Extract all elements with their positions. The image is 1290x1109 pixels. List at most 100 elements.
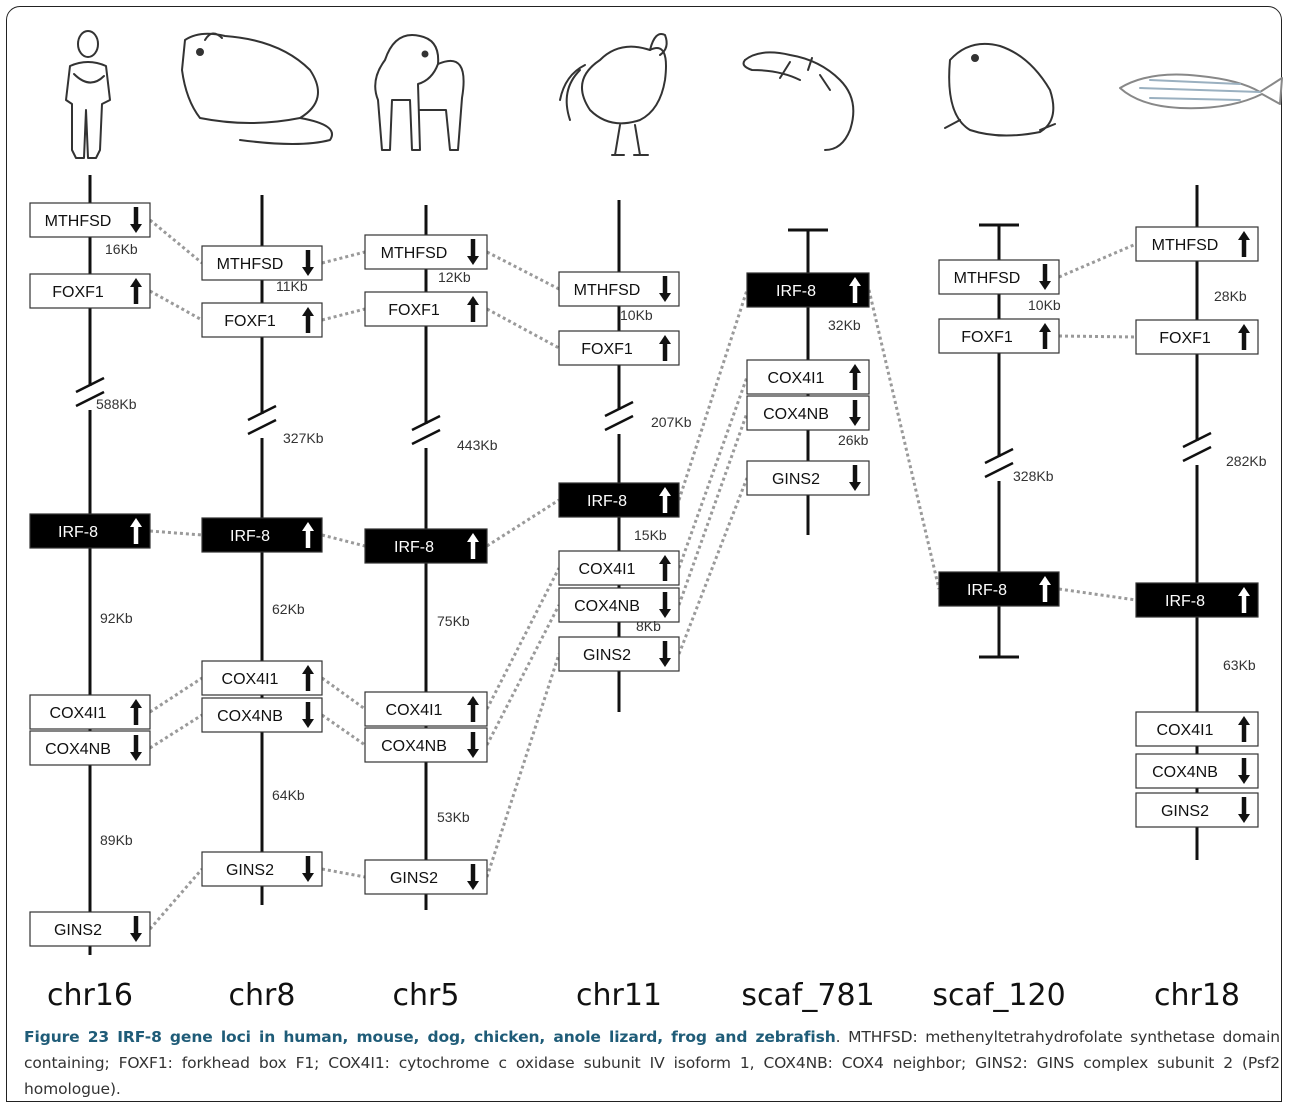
strand-down-arrow-icon (849, 400, 861, 426)
gene-box-irf-8: IRF-8 (938, 571, 1060, 607)
strand-down-arrow-icon (467, 239, 479, 265)
strand-up-arrow-icon (1238, 324, 1250, 350)
distance-label: 588Kb (96, 396, 137, 412)
lizard-icon (742, 51, 855, 151)
strand-down-arrow-icon (659, 641, 671, 667)
ortholog-connector-irf-8 (321, 533, 366, 548)
distance-label: 28Kb (1214, 288, 1247, 304)
gene-box-cox4i1: COX4I1 (1135, 711, 1259, 747)
locus-column-chr8: MTHFSDFOXF1IRF-8COX4I1COX4NBGINS211Kb327… (201, 195, 324, 1013)
strand-up-arrow-icon (659, 555, 671, 581)
gene-label: FOXF1 (52, 284, 104, 301)
gene-box-foxf1: FOXF1 (201, 302, 323, 338)
ortholog-connector-cox4nb (677, 412, 749, 606)
gene-label: IRF-8 (394, 539, 434, 556)
gene-label: COX4NB (763, 406, 829, 423)
gene-box-foxf1: FOXF1 (938, 318, 1060, 354)
strand-down-arrow-icon (1039, 264, 1051, 290)
distance-label: 15Kb (634, 527, 667, 543)
distance-label: 75Kb (437, 613, 470, 629)
gene-label: MTHFSD (45, 213, 112, 230)
strand-up-arrow-icon (467, 696, 479, 722)
strand-down-arrow-icon (302, 856, 314, 882)
distance-label: 62Kb (272, 601, 305, 617)
gene-box-cox4nb: COX4NB (29, 730, 151, 766)
gene-box-irf-8: IRF-8 (29, 513, 151, 549)
ortholog-connector-mthfsd (486, 250, 560, 291)
distance-label: 53Kb (437, 809, 470, 825)
dog-icon (374, 34, 465, 151)
loci-columns: MTHFSDFOXF1IRF-8COX4I1COX4NBGINS216Kb588… (29, 175, 1267, 1013)
gene-box-foxf1: FOXF1 (364, 291, 488, 327)
gene-box-gins2: GINS2 (29, 911, 151, 947)
distance-label: 207Kb (651, 414, 692, 430)
gene-label: GINS2 (226, 862, 274, 879)
gene-label: COX4I1 (386, 702, 443, 719)
ortholog-connector-irf-8 (867, 289, 941, 590)
break-mark (75, 376, 105, 410)
gene-label: COX4I1 (768, 370, 825, 387)
ortholog-connector-cox4i1 (677, 376, 749, 569)
gene-box-mthfsd: MTHFSD (558, 271, 680, 307)
ortholog-connector-irf-8 (1058, 587, 1137, 602)
strand-up-arrow-icon (302, 665, 314, 691)
strand-up-arrow-icon (1238, 231, 1250, 257)
gene-box-cox4i1: COX4I1 (558, 550, 680, 586)
ortholog-connector-cox4nb (149, 713, 203, 750)
gene-label: MTHFSD (381, 245, 448, 262)
gene-box-cox4nb: COX4NB (746, 395, 870, 431)
gene-label: GINS2 (54, 922, 102, 939)
gene-label: GINS2 (583, 647, 631, 664)
strand-down-arrow-icon (1238, 797, 1250, 823)
gene-box-foxf1: FOXF1 (1135, 319, 1259, 355)
locus-column-chr16: MTHFSDFOXF1IRF-8COX4I1COX4NBGINS216Kb588… (29, 175, 151, 1013)
distance-label: 26kb (838, 432, 869, 448)
gene-label: IRF-8 (967, 582, 1007, 599)
distance-label: 92Kb (100, 610, 133, 626)
distance-label: 12Kb (438, 269, 471, 285)
gene-label: MTHFSD (954, 270, 1021, 287)
strand-down-arrow-icon (849, 465, 861, 491)
distance-label: 282Kb (1226, 453, 1267, 469)
strand-down-arrow-icon (130, 735, 142, 761)
ortholog-connector-foxf1 (1058, 334, 1137, 339)
locus-column-chr18: MTHFSDFOXF1IRF-8COX4I1COX4NBGINS228Kb282… (1135, 185, 1267, 1013)
distance-label: 89Kb (100, 832, 133, 848)
distance-label: 64Kb (272, 787, 305, 803)
strand-up-arrow-icon (130, 518, 142, 544)
gene-box-cox4nb: COX4NB (1135, 753, 1259, 789)
gene-label: COX4NB (574, 598, 640, 615)
gene-box-irf-8: IRF-8 (201, 517, 323, 553)
ortholog-connector-cox4nb (321, 713, 366, 747)
distance-label: 63Kb (1223, 657, 1256, 673)
chromosome-label: chr16 (47, 978, 133, 1013)
gene-label: FOXF1 (961, 329, 1013, 346)
gene-label: FOXF1 (1159, 330, 1211, 347)
strand-up-arrow-icon (467, 296, 479, 322)
gene-label: COX4NB (381, 738, 447, 755)
ortholog-connector-foxf1 (149, 289, 203, 322)
distance-label: 11Kb (276, 278, 308, 294)
chromosome-label: chr8 (229, 978, 296, 1013)
ortholog-connector-irf-8 (677, 289, 749, 501)
gene-label: IRF-8 (230, 528, 270, 545)
distance-label: 10Kb (620, 307, 653, 323)
caption-title: Figure 23 IRF-8 gene loci in human, mous… (24, 1028, 836, 1046)
ortholog-connector-gins2 (677, 477, 749, 655)
gene-label: GINS2 (390, 870, 438, 887)
break-mark (604, 400, 634, 434)
gene-box-mthfsd: MTHFSD (201, 245, 323, 281)
gene-label: COX4I1 (579, 561, 636, 578)
strand-down-arrow-icon (467, 864, 479, 890)
gene-label: GINS2 (772, 471, 820, 488)
locus-column-chr11: MTHFSDFOXF1IRF-8COX4I1COX4NBGINS210Kb207… (558, 200, 692, 1013)
gene-label: FOXF1 (388, 302, 440, 319)
strand-up-arrow-icon (1238, 587, 1250, 613)
strand-up-arrow-icon (130, 699, 142, 725)
strand-down-arrow-icon (467, 732, 479, 758)
ortholog-connector-cox4nb (485, 604, 561, 746)
gene-box-cox4i1: COX4I1 (29, 694, 151, 730)
break-mark (411, 414, 441, 448)
